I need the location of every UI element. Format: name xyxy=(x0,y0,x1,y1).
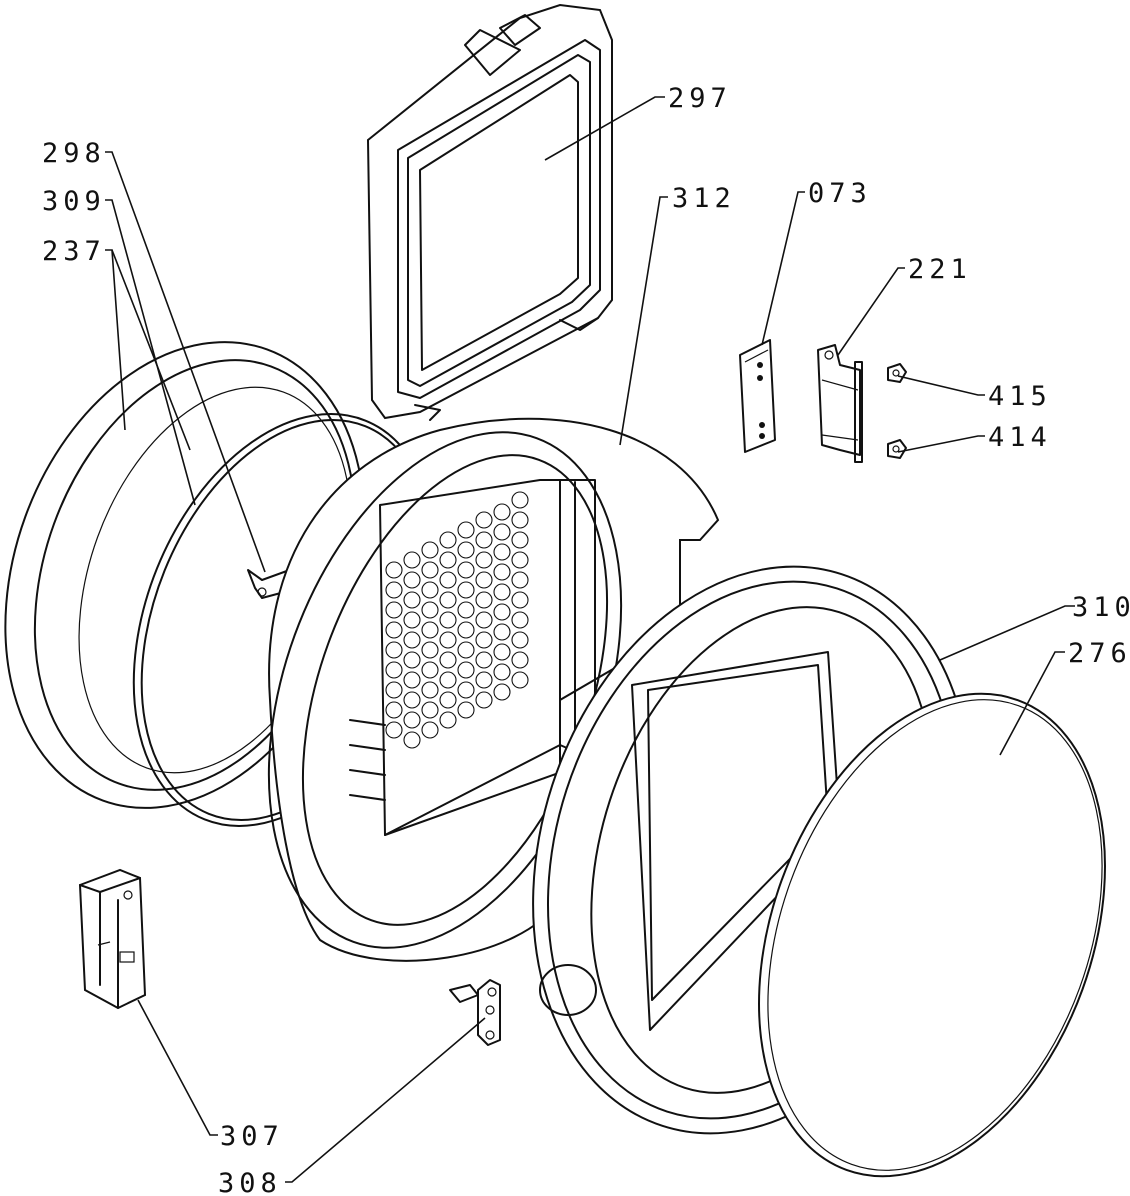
callout-307: 307 xyxy=(220,1121,284,1152)
leader-276 xyxy=(999,651,1065,756)
callout-312: 312 xyxy=(672,183,736,214)
part-073-bracket xyxy=(739,339,776,453)
part-297-filter-frame xyxy=(366,3,613,421)
leader-lines xyxy=(105,96,1075,1183)
leader-308 xyxy=(285,1017,486,1183)
callout-073: 073 xyxy=(808,178,872,209)
leader-309 xyxy=(105,199,196,506)
leader-221 xyxy=(837,267,905,356)
part-312-front-panel xyxy=(267,417,720,962)
leader-310 xyxy=(939,605,1075,661)
leader-237-b xyxy=(111,249,191,451)
callout-415: 415 xyxy=(988,381,1052,412)
leader-307 xyxy=(137,999,218,1136)
leader-414 xyxy=(897,435,985,453)
callout-labels: 297 298 309 237 312 073 221 415 414 310 … xyxy=(42,83,1130,1196)
callout-310: 310 xyxy=(1072,592,1130,623)
part-307-switch-box xyxy=(78,868,147,1010)
callout-309: 309 xyxy=(42,186,106,217)
part-276-door-glass xyxy=(758,692,1106,1178)
part-308-lower-hinge xyxy=(449,979,501,1046)
callout-276: 276 xyxy=(1068,638,1130,669)
callout-298: 298 xyxy=(42,138,106,169)
part-414-screw xyxy=(887,439,907,459)
leader-298 xyxy=(105,151,266,573)
leader-297 xyxy=(544,96,665,161)
leader-312 xyxy=(619,196,668,446)
part-221-hinge xyxy=(817,344,863,463)
leader-415 xyxy=(897,375,985,396)
callout-221: 221 xyxy=(908,254,972,285)
callout-308: 308 xyxy=(218,1168,282,1196)
callout-237: 237 xyxy=(42,236,106,267)
callout-297: 297 xyxy=(668,83,732,114)
part-415-screw xyxy=(887,363,907,383)
leader-073 xyxy=(761,191,805,346)
mesh-grid xyxy=(385,491,529,749)
callout-414: 414 xyxy=(988,422,1052,453)
